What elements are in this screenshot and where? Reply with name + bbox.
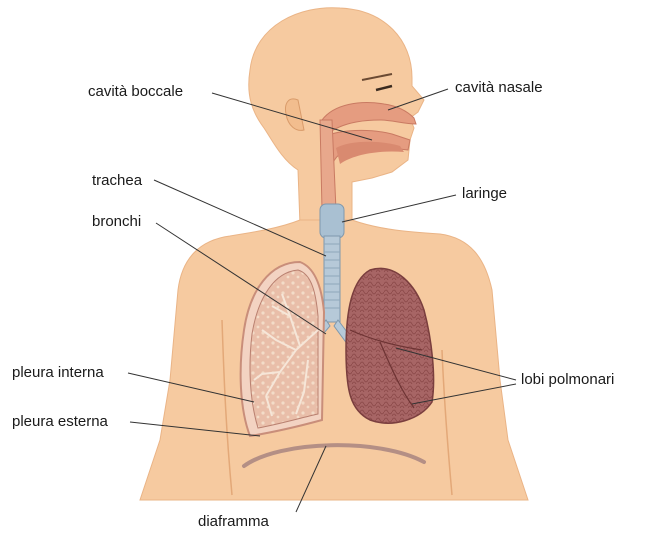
larynx-shape [320,204,344,238]
label-trachea: trachea [92,172,142,190]
label-pleura-interna: pleura interna [12,364,104,382]
label-cavita-nasale: cavità nasale [455,79,543,97]
label-pleura-esterna: pleura esterna [12,413,108,431]
trachea-tube [324,236,340,322]
label-diaframma: diaframma [198,513,269,531]
label-cavita-boccale: cavità boccale [88,83,183,101]
label-laringe: laringe [462,185,507,203]
label-lobi-polmonari: lobi polmonari [521,371,614,389]
label-bronchi: bronchi [92,213,141,231]
leader-laringe [342,195,456,222]
